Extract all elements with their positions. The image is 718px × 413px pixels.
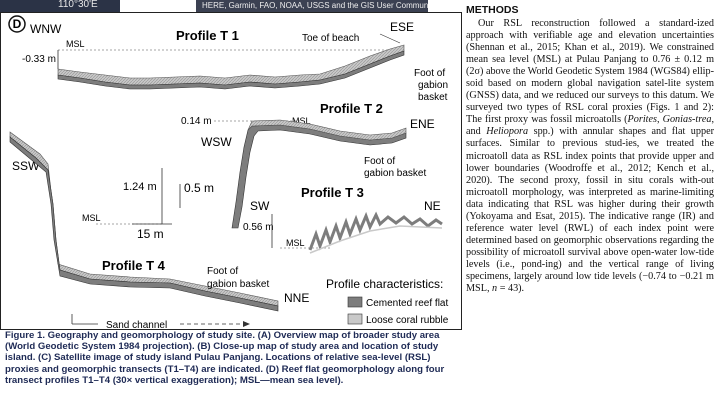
t1-dir-right: ESE	[390, 20, 414, 34]
t3-dir-right: NE	[424, 199, 441, 213]
legend-item-rubble: Loose coral rubble	[366, 315, 449, 326]
caption-text: Figure 1. Geography and geomorphology of…	[5, 330, 445, 386]
t3-dir-left: SW	[250, 199, 270, 213]
methods-heading: METHODS	[466, 4, 519, 16]
t2-dir-right: ENE	[410, 117, 435, 131]
t2-msl-label: MSL	[292, 116, 311, 126]
map-strip: 110°30'E	[0, 0, 120, 12]
t1-reef-flat	[57, 50, 405, 90]
t3-rubble-ridges	[308, 211, 443, 251]
channel-arrow-head	[243, 321, 250, 327]
t2-title: Profile T 2	[320, 101, 383, 116]
vertical-scale-label: 0.5 m	[184, 181, 214, 195]
map-credit: HERE, Garmin, FAO, NOAA, USGS and the GI…	[196, 0, 428, 12]
t3-height-label: 0.56 m	[243, 222, 274, 233]
t4-msl-label: MSL	[82, 213, 101, 223]
t2-dir-left: WSW	[201, 135, 232, 149]
methods-section: METHODS Our RSL reconstruction followed …	[466, 4, 714, 295]
t4-dir-left: SSW	[12, 159, 40, 173]
legend-title: Profile characteristics:	[326, 277, 443, 291]
t1-toe-note: Toe of beach	[302, 33, 359, 44]
panel-letter-badge	[8, 15, 26, 33]
t4-dir-right: NNE	[284, 291, 309, 305]
t1-msl-label: MSL	[66, 39, 85, 49]
legend-item-cemented: Cemented reef flat	[366, 298, 448, 309]
t4-title: Profile T 4	[102, 258, 166, 273]
t4-reef-flat	[9, 136, 279, 312]
t1-depth-label: -0.33 m	[22, 54, 56, 65]
figure-caption: Figure 1. Geography and geomorphology of…	[5, 330, 463, 386]
t4-height-label: 1.24 m	[123, 181, 157, 193]
t3-reef-base	[309, 225, 443, 254]
t2-rubble-band	[247, 119, 407, 141]
t1-title: Profile T 1	[176, 28, 239, 43]
panel-letter: D	[13, 17, 22, 31]
top-strip: 110°30'E HERE, Garmin, FAO, NOAA, USGS a…	[0, 0, 718, 12]
methods-paragraph: Our RSL reconstruction followed a standa…	[466, 18, 714, 295]
legend-swatch-rubble	[347, 313, 363, 325]
legend-swatch-cemented	[347, 296, 363, 308]
t1-dir-left: WNW	[30, 22, 62, 36]
figure-panel-d: D WNW ESE Profile T 1 Toe of beach MSL -…	[0, 12, 462, 330]
channel-label: Sand channel	[106, 320, 167, 330]
t3-msl-label: MSL	[286, 238, 305, 248]
t2-height-label: 0.14 m	[181, 116, 212, 127]
horizontal-scale-label: 15 m	[137, 227, 164, 241]
coordinate-label: 110°30'E	[58, 0, 98, 10]
t3-title: Profile T 3	[301, 185, 364, 200]
t1-toe-leader	[379, 33, 401, 44]
